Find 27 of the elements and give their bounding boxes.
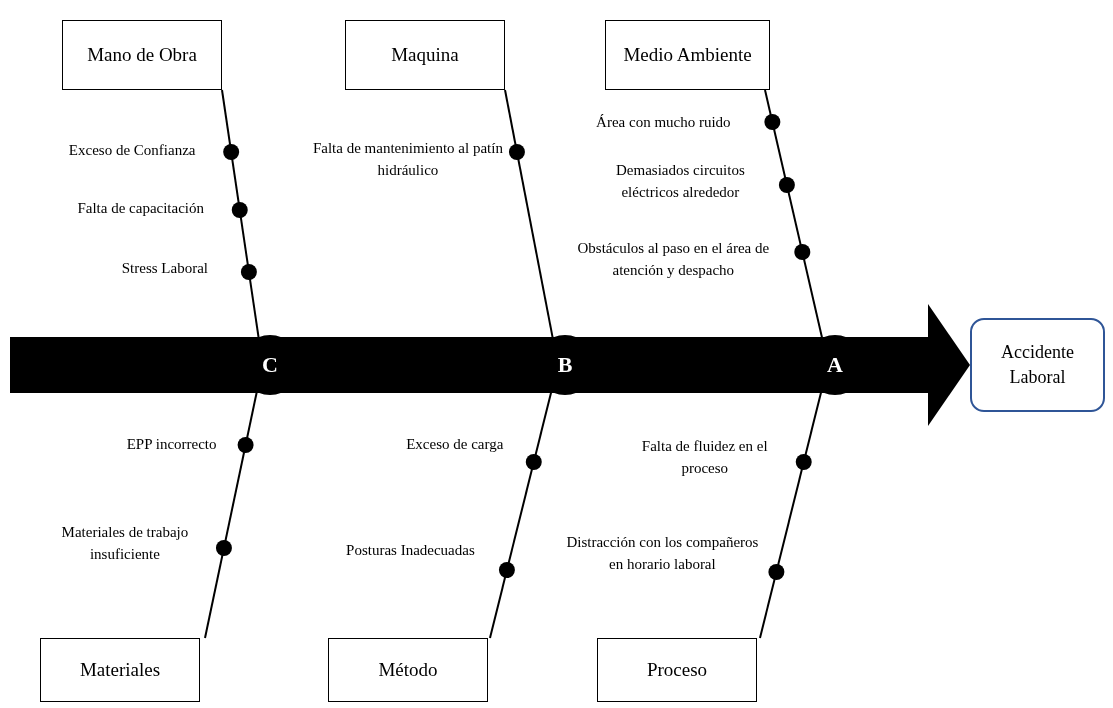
cause-label: Falta de fluidez en el proceso <box>640 437 769 478</box>
cause-label: Materiales de trabajo insuficiente <box>60 523 190 564</box>
category-box: Método <box>328 638 488 702</box>
cause-label: Exceso de Confianza <box>67 141 197 160</box>
category-box: Maquina <box>345 20 505 90</box>
cause-label: Demasiados circuitos eléctricos alrededor <box>615 161 746 202</box>
cause-label: Exceso de carga <box>405 435 505 454</box>
bone-line <box>759 390 823 639</box>
spine-arrow <box>10 304 970 426</box>
effect-box: Accidente Laboral <box>970 318 1105 412</box>
cause-label: Obstáculos al paso en el área de atención y despacho <box>576 239 771 280</box>
bone-line <box>504 89 554 339</box>
bone-line <box>204 390 258 639</box>
category-box: Proceso <box>597 638 757 702</box>
bone-line <box>764 89 824 339</box>
category-box: Mano de Obra <box>62 20 222 90</box>
cause-label: Posturas Inadecuadas <box>345 541 476 560</box>
cause-label: EPP incorrecto <box>125 435 218 454</box>
cause-label: Área con mucho ruido <box>595 113 732 132</box>
category-box: Materiales <box>40 638 200 702</box>
cause-label: Stress Laboral <box>120 259 209 278</box>
category-box: Medio Ambiente <box>605 20 770 90</box>
cause-label: Falta de mantenimiento al patín hidráulico <box>312 139 503 180</box>
bone-line <box>489 390 553 639</box>
cause-label: Falta de capacitación <box>76 199 206 218</box>
bone-line <box>221 89 260 339</box>
cause-label: Distracción con los compañeros en horario laboral <box>565 533 760 574</box>
